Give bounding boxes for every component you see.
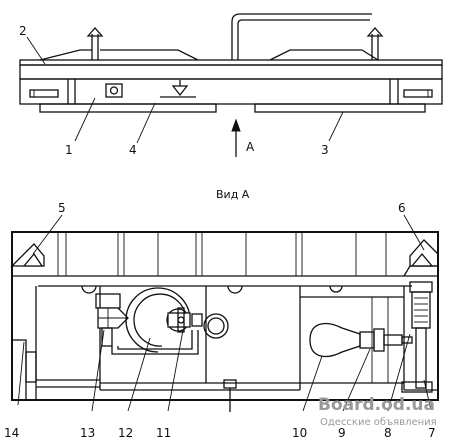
label-4: 4 — [129, 143, 137, 157]
label-8: 8 — [384, 426, 392, 440]
label-6: 6 — [398, 201, 406, 215]
arrow-label: А — [246, 140, 255, 154]
top-view-leaders — [26, 36, 344, 144]
label-7: 7 — [428, 426, 436, 440]
watermark-site: Board.od.ua — [318, 395, 435, 415]
label-13: 13 — [80, 426, 95, 440]
bottom-view-leaders — [17, 214, 432, 412]
view-direction-arrow — [231, 118, 241, 157]
bottom-view-assembly — [10, 231, 439, 412]
label-12: 12 — [118, 426, 133, 440]
label-9: 9 — [338, 426, 346, 440]
label-2: 2 — [19, 24, 27, 38]
top-view-assembly — [19, 13, 443, 113]
label-3: 3 — [321, 143, 329, 157]
label-10: 10 — [292, 426, 307, 440]
label-14: 14 — [4, 426, 19, 440]
label-1: 1 — [65, 143, 73, 157]
label-11: 11 — [156, 426, 171, 440]
label-5: 5 — [58, 201, 66, 215]
view-caption: Вид А — [216, 188, 250, 201]
watermark-tagline: Одесские объявления — [320, 417, 437, 428]
